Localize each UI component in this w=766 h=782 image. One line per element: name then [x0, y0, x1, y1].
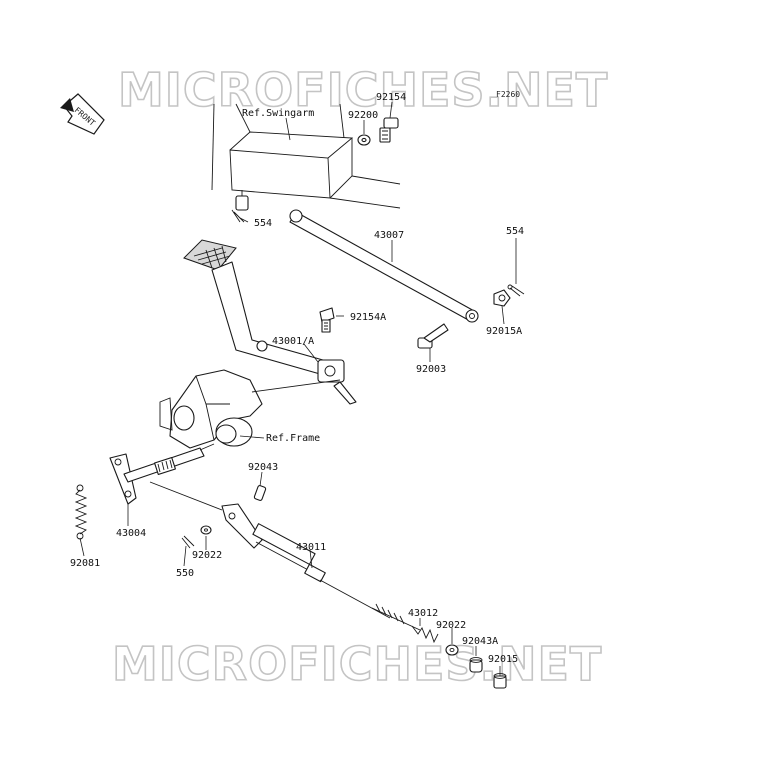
watermark-top: MICROFICHES.NET	[118, 63, 608, 117]
label-92200: 92200	[348, 110, 378, 121]
label-43011: 43011	[296, 542, 326, 553]
label-92043-top: 92043	[248, 462, 278, 473]
nut-92015A	[493, 289, 511, 307]
label-92043A: 92043A	[462, 636, 498, 647]
label-92003: 92003	[416, 364, 446, 375]
label-92154: 92154	[376, 92, 406, 103]
cotter-pin-554-top	[231, 209, 245, 223]
label-ref-swingarm: Ref.Swingarm	[242, 108, 314, 119]
leader-lines	[79, 101, 517, 676]
label-43004: 43004	[116, 528, 146, 539]
return-spring	[411, 625, 439, 644]
front-arrow-icon: FRONT	[60, 93, 105, 135]
label-92022-left: 92022	[192, 550, 222, 561]
label-554-top: 554	[254, 218, 272, 229]
label-43007: 43007	[374, 230, 404, 241]
bolt-92003	[417, 323, 449, 349]
washer-92200	[357, 134, 371, 146]
washer-92022-left	[200, 525, 212, 535]
cotter-pin-550	[181, 535, 195, 549]
bolt-92154	[379, 117, 399, 143]
diagram-code: F2260	[496, 90, 520, 99]
label-92154A: 92154A	[350, 312, 386, 323]
pin-92043-top	[253, 485, 267, 501]
cotter-pin-554-right	[507, 284, 525, 297]
label-43012: 43012	[408, 608, 438, 619]
label-92081: 92081	[70, 558, 100, 569]
swingarm-reference-drawing	[211, 103, 401, 211]
washer-92022-right	[445, 644, 459, 656]
label-550: 550	[176, 568, 194, 579]
spring-92081	[74, 484, 88, 540]
label-43001A: 43001/A	[272, 336, 314, 347]
brake-pedal-43001A	[183, 239, 357, 405]
lever-43004	[109, 443, 215, 505]
rod-43007	[289, 209, 479, 323]
label-554-right: 554	[506, 226, 524, 237]
bolt-92154A	[319, 307, 335, 333]
label-92015A: 92015A	[486, 326, 522, 337]
label-ref-frame: Ref.Frame	[266, 433, 320, 444]
label-92022-right: 92022	[436, 620, 466, 631]
label-92015: 92015	[488, 654, 518, 665]
pin-92043A	[469, 657, 483, 673]
watermark-bottom: MICROFICHES.NET	[112, 637, 602, 691]
cable-43011	[149, 481, 391, 619]
frame-bracket-reference	[159, 369, 341, 449]
